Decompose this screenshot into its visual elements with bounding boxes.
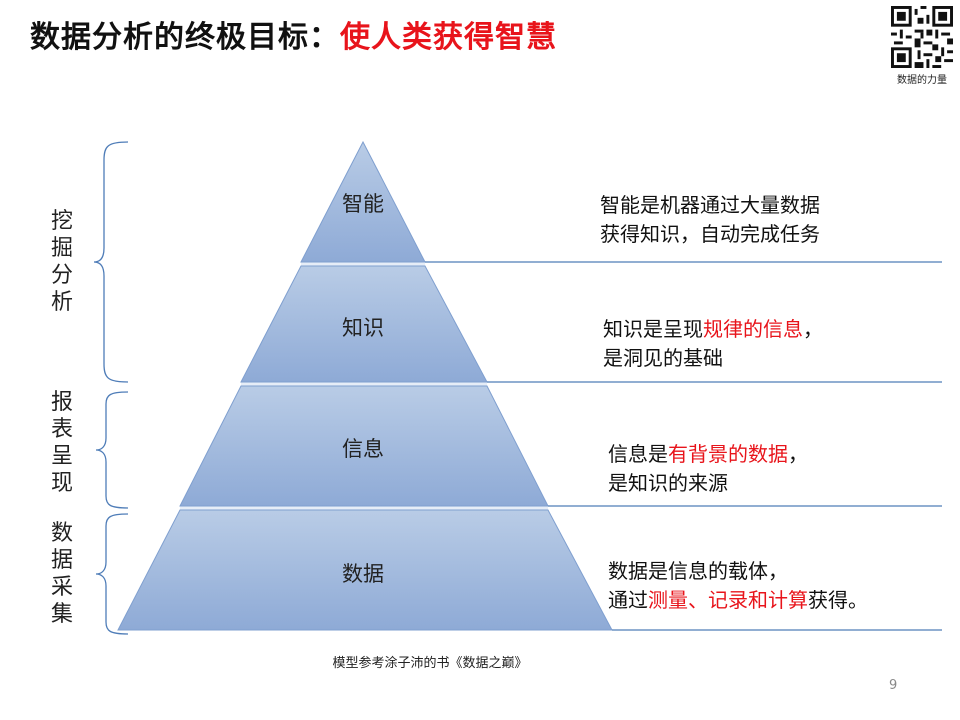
bracket-data-collection — [95, 513, 129, 635]
source-caption: 模型参考涂子沛的书《数据之巅》 — [332, 656, 528, 671]
description-knowledge: 知识是呈现规律的信息， 是洞见的基础 — [603, 315, 823, 373]
pyramid-tier-1 — [300, 140, 426, 263]
description-line: 数据是信息的载体， — [608, 559, 788, 583]
page-title: 数据分析的终极目标：使人类获得智慧 — [30, 12, 557, 56]
tier-label-knowledge: 知识 — [342, 316, 384, 340]
title-main: 数据分析的终极目标： — [30, 20, 340, 55]
title-highlight: 使人类获得智慧 — [340, 20, 557, 55]
qr-code-icon — [891, 6, 953, 68]
tier-label-data: 数据 — [342, 562, 384, 586]
description-line: 是知识的来源 — [608, 471, 728, 495]
side-label-data-collection: 数 据 采 集 — [50, 521, 73, 627]
tier-label-information: 信息 — [342, 437, 384, 461]
page-number: 9 — [889, 678, 898, 693]
description-data: 数据是信息的载体， 通过测量、记录和计算获得。 — [608, 557, 868, 615]
bracket-mining-analysis — [93, 141, 129, 383]
highlight-text: 规律的信息 — [703, 317, 803, 341]
highlight-text: 测量、记录和计算 — [648, 588, 808, 612]
description-line: 信息是有背景的数据， — [608, 442, 808, 466]
qr-caption: 数据的力量 — [897, 75, 947, 86]
description-line: 获得知识，自动完成任务 — [600, 222, 820, 246]
description-line: 通过测量、记录和计算获得。 — [608, 588, 868, 612]
description-line: 智能是机器通过大量数据 — [600, 193, 820, 217]
description-line: 知识是呈现规律的信息， — [603, 317, 823, 341]
side-label-mining-analysis: 挖 掘 分 析 — [50, 209, 73, 315]
description-wisdom: 智能是机器通过大量数据 获得知识，自动完成任务 — [600, 191, 820, 249]
tier-label-wisdom: 智能 — [342, 192, 384, 216]
description-information: 信息是有背景的数据， 是知识的来源 — [608, 440, 808, 498]
side-label-report-presentation: 报 表 呈 现 — [50, 390, 73, 496]
highlight-text: 有背景的数据 — [668, 442, 788, 466]
bracket-report-presentation — [95, 391, 129, 509]
description-line: 是洞见的基础 — [603, 346, 723, 370]
